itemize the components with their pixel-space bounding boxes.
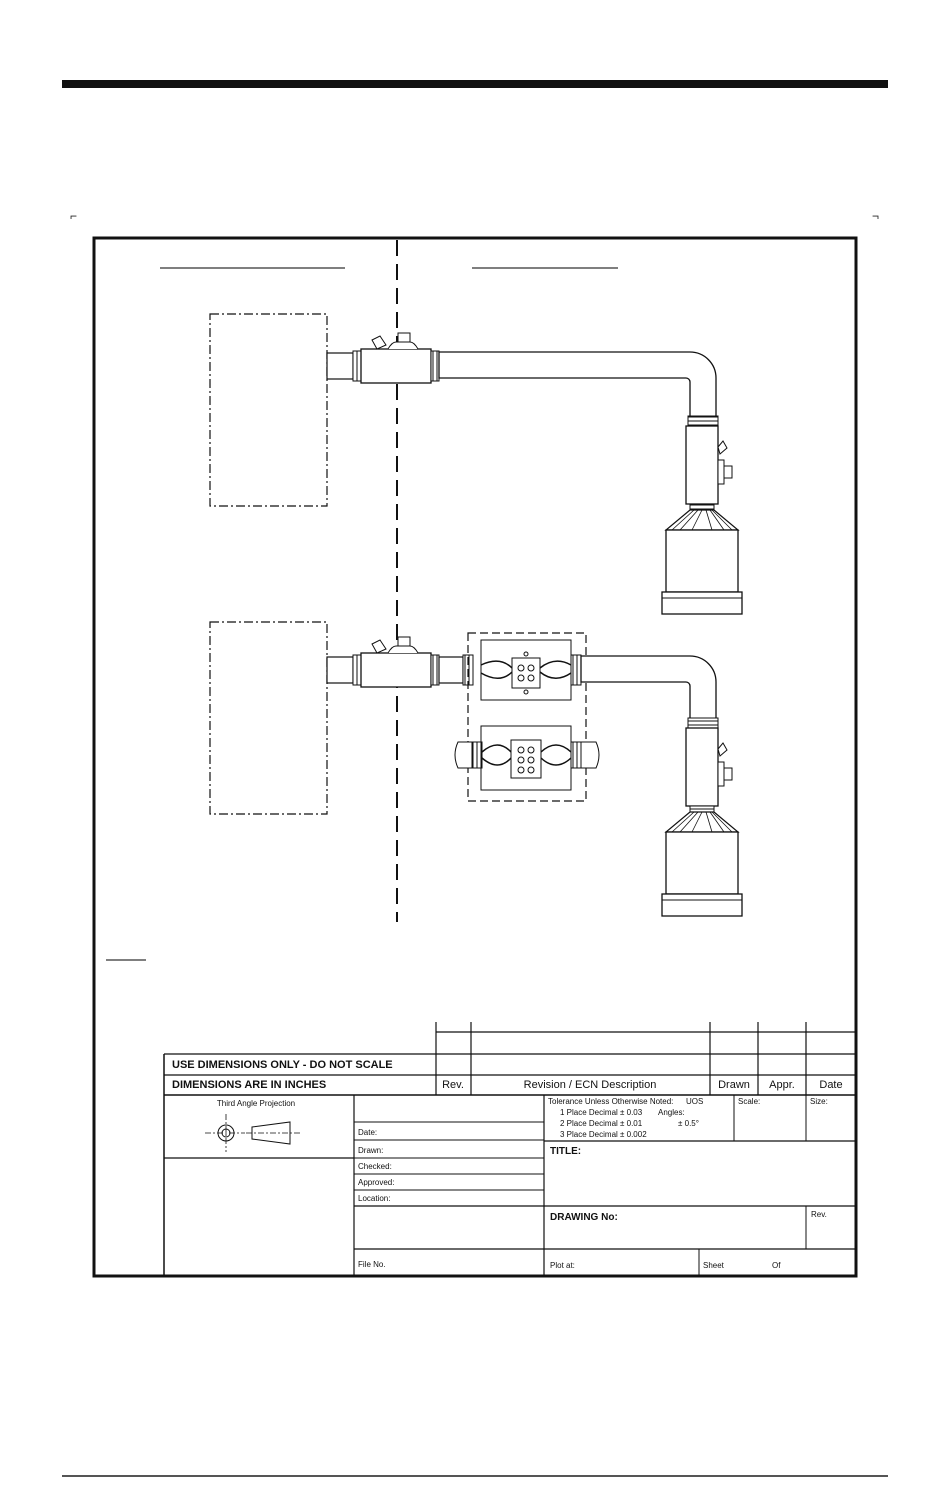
- date-field-label: Date:: [358, 1128, 377, 1137]
- angle-tolerance: ± 0.5°: [678, 1119, 699, 1128]
- rev-column-header: Rev.: [442, 1079, 464, 1091]
- tolerance-label: Tolerance Unless Otherwise Noted:: [548, 1097, 673, 1106]
- sensor-flange: [661, 893, 743, 917]
- crop-mark-left: ⌐: [70, 209, 78, 223]
- seal-hub: [387, 645, 419, 654]
- projection-label: Third Angle Projection: [217, 1099, 295, 1108]
- fitting-hub: [717, 459, 725, 485]
- terminal-block-lower: [510, 739, 542, 779]
- thread-vertical: [687, 415, 719, 427]
- conduit-stub: [326, 656, 354, 684]
- units-note: DIMENSIONS ARE IN INCHES: [172, 1079, 326, 1091]
- fill-plug: [397, 636, 411, 647]
- sensor-flange: [661, 591, 743, 615]
- sensor-cone: [664, 509, 740, 531]
- upper-assembly: [209, 313, 743, 615]
- drawing-number-label: DRAWING No:: [550, 1212, 618, 1223]
- date-column-header: Date: [819, 1079, 842, 1091]
- terminal-block-upper: [511, 657, 541, 689]
- seal-plug: [371, 639, 387, 654]
- tolerance-one-place: 1 Place Decimal ± 0.03: [560, 1108, 643, 1117]
- junction-box-outline: [467, 632, 587, 802]
- file-no-label: File No.: [358, 1260, 386, 1269]
- sensor-fitting: [685, 425, 719, 505]
- uos-label: UOS: [686, 1097, 703, 1106]
- tolerance-three-place: 3 Place Decimal ± 0.002: [560, 1130, 647, 1139]
- seal-plug: [371, 335, 387, 350]
- of-label: Of: [772, 1261, 781, 1270]
- do-not-scale-note: USE DIMENSIONS ONLY - DO NOT SCALE: [172, 1059, 393, 1071]
- enclosure-outline: [209, 621, 328, 815]
- rev-field-label: Rev.: [811, 1210, 827, 1219]
- fill-plug: [397, 332, 411, 343]
- approved-column-header: Appr.: [769, 1079, 795, 1091]
- sensor-body: [665, 831, 739, 895]
- angles-label: Angles:: [658, 1108, 685, 1117]
- checked-field-label: Checked:: [358, 1162, 392, 1171]
- revision-description-header: Revision / ECN Description: [524, 1079, 657, 1091]
- seal-fitting: [360, 652, 432, 688]
- sensor-neck: [689, 503, 715, 511]
- drawn-column-header: Drawn: [718, 1079, 750, 1091]
- fitting-cap: [723, 767, 733, 781]
- plot-at-label: Plot at:: [550, 1261, 575, 1270]
- thread-vertical: [687, 717, 719, 729]
- drawing-frame: [92, 236, 858, 1278]
- conduit-stub: [326, 352, 354, 380]
- fitting-hub: [717, 761, 725, 787]
- sensor-body: [665, 529, 739, 593]
- sheet-label: Sheet: [703, 1261, 725, 1270]
- thread-left: [352, 654, 362, 686]
- seal-hub: [387, 341, 419, 350]
- tolerance-two-place: 2 Place Decimal ± 0.01: [560, 1119, 643, 1128]
- fitting-plug: [717, 440, 728, 455]
- conduit-elbow: [580, 655, 717, 721]
- thread-right: [430, 350, 440, 382]
- lower-assembly: [209, 621, 743, 917]
- cut-conduit-left: [454, 741, 473, 769]
- sensor-fitting: [685, 727, 719, 807]
- crop-mark-right: ¬: [872, 209, 880, 223]
- drawn-field-label: Drawn:: [358, 1146, 383, 1155]
- location-field-label: Location:: [358, 1194, 390, 1203]
- thread-left: [352, 350, 362, 382]
- third-angle-projection-symbol: [205, 1114, 302, 1152]
- header-rule: [62, 80, 888, 88]
- approved-field-label: Approved:: [358, 1178, 394, 1187]
- fitting-cap: [723, 465, 733, 479]
- title-label: TITLE:: [550, 1146, 581, 1157]
- conduit-elbow: [438, 351, 717, 419]
- nipple: [438, 656, 464, 684]
- footer-rule: [62, 1475, 888, 1477]
- scale-label: Scale:: [738, 1097, 760, 1106]
- seal-fitting: [360, 348, 432, 384]
- cut-conduit-right: [580, 741, 600, 769]
- sensor-neck: [689, 805, 715, 813]
- enclosure-outline: [209, 313, 328, 507]
- thread-junction-out: [570, 654, 582, 686]
- size-label: Size:: [810, 1097, 828, 1106]
- fitting-plug: [717, 742, 728, 757]
- title-block: [163, 1022, 856, 1276]
- thread-right: [430, 654, 440, 686]
- sensor-cone: [664, 811, 740, 833]
